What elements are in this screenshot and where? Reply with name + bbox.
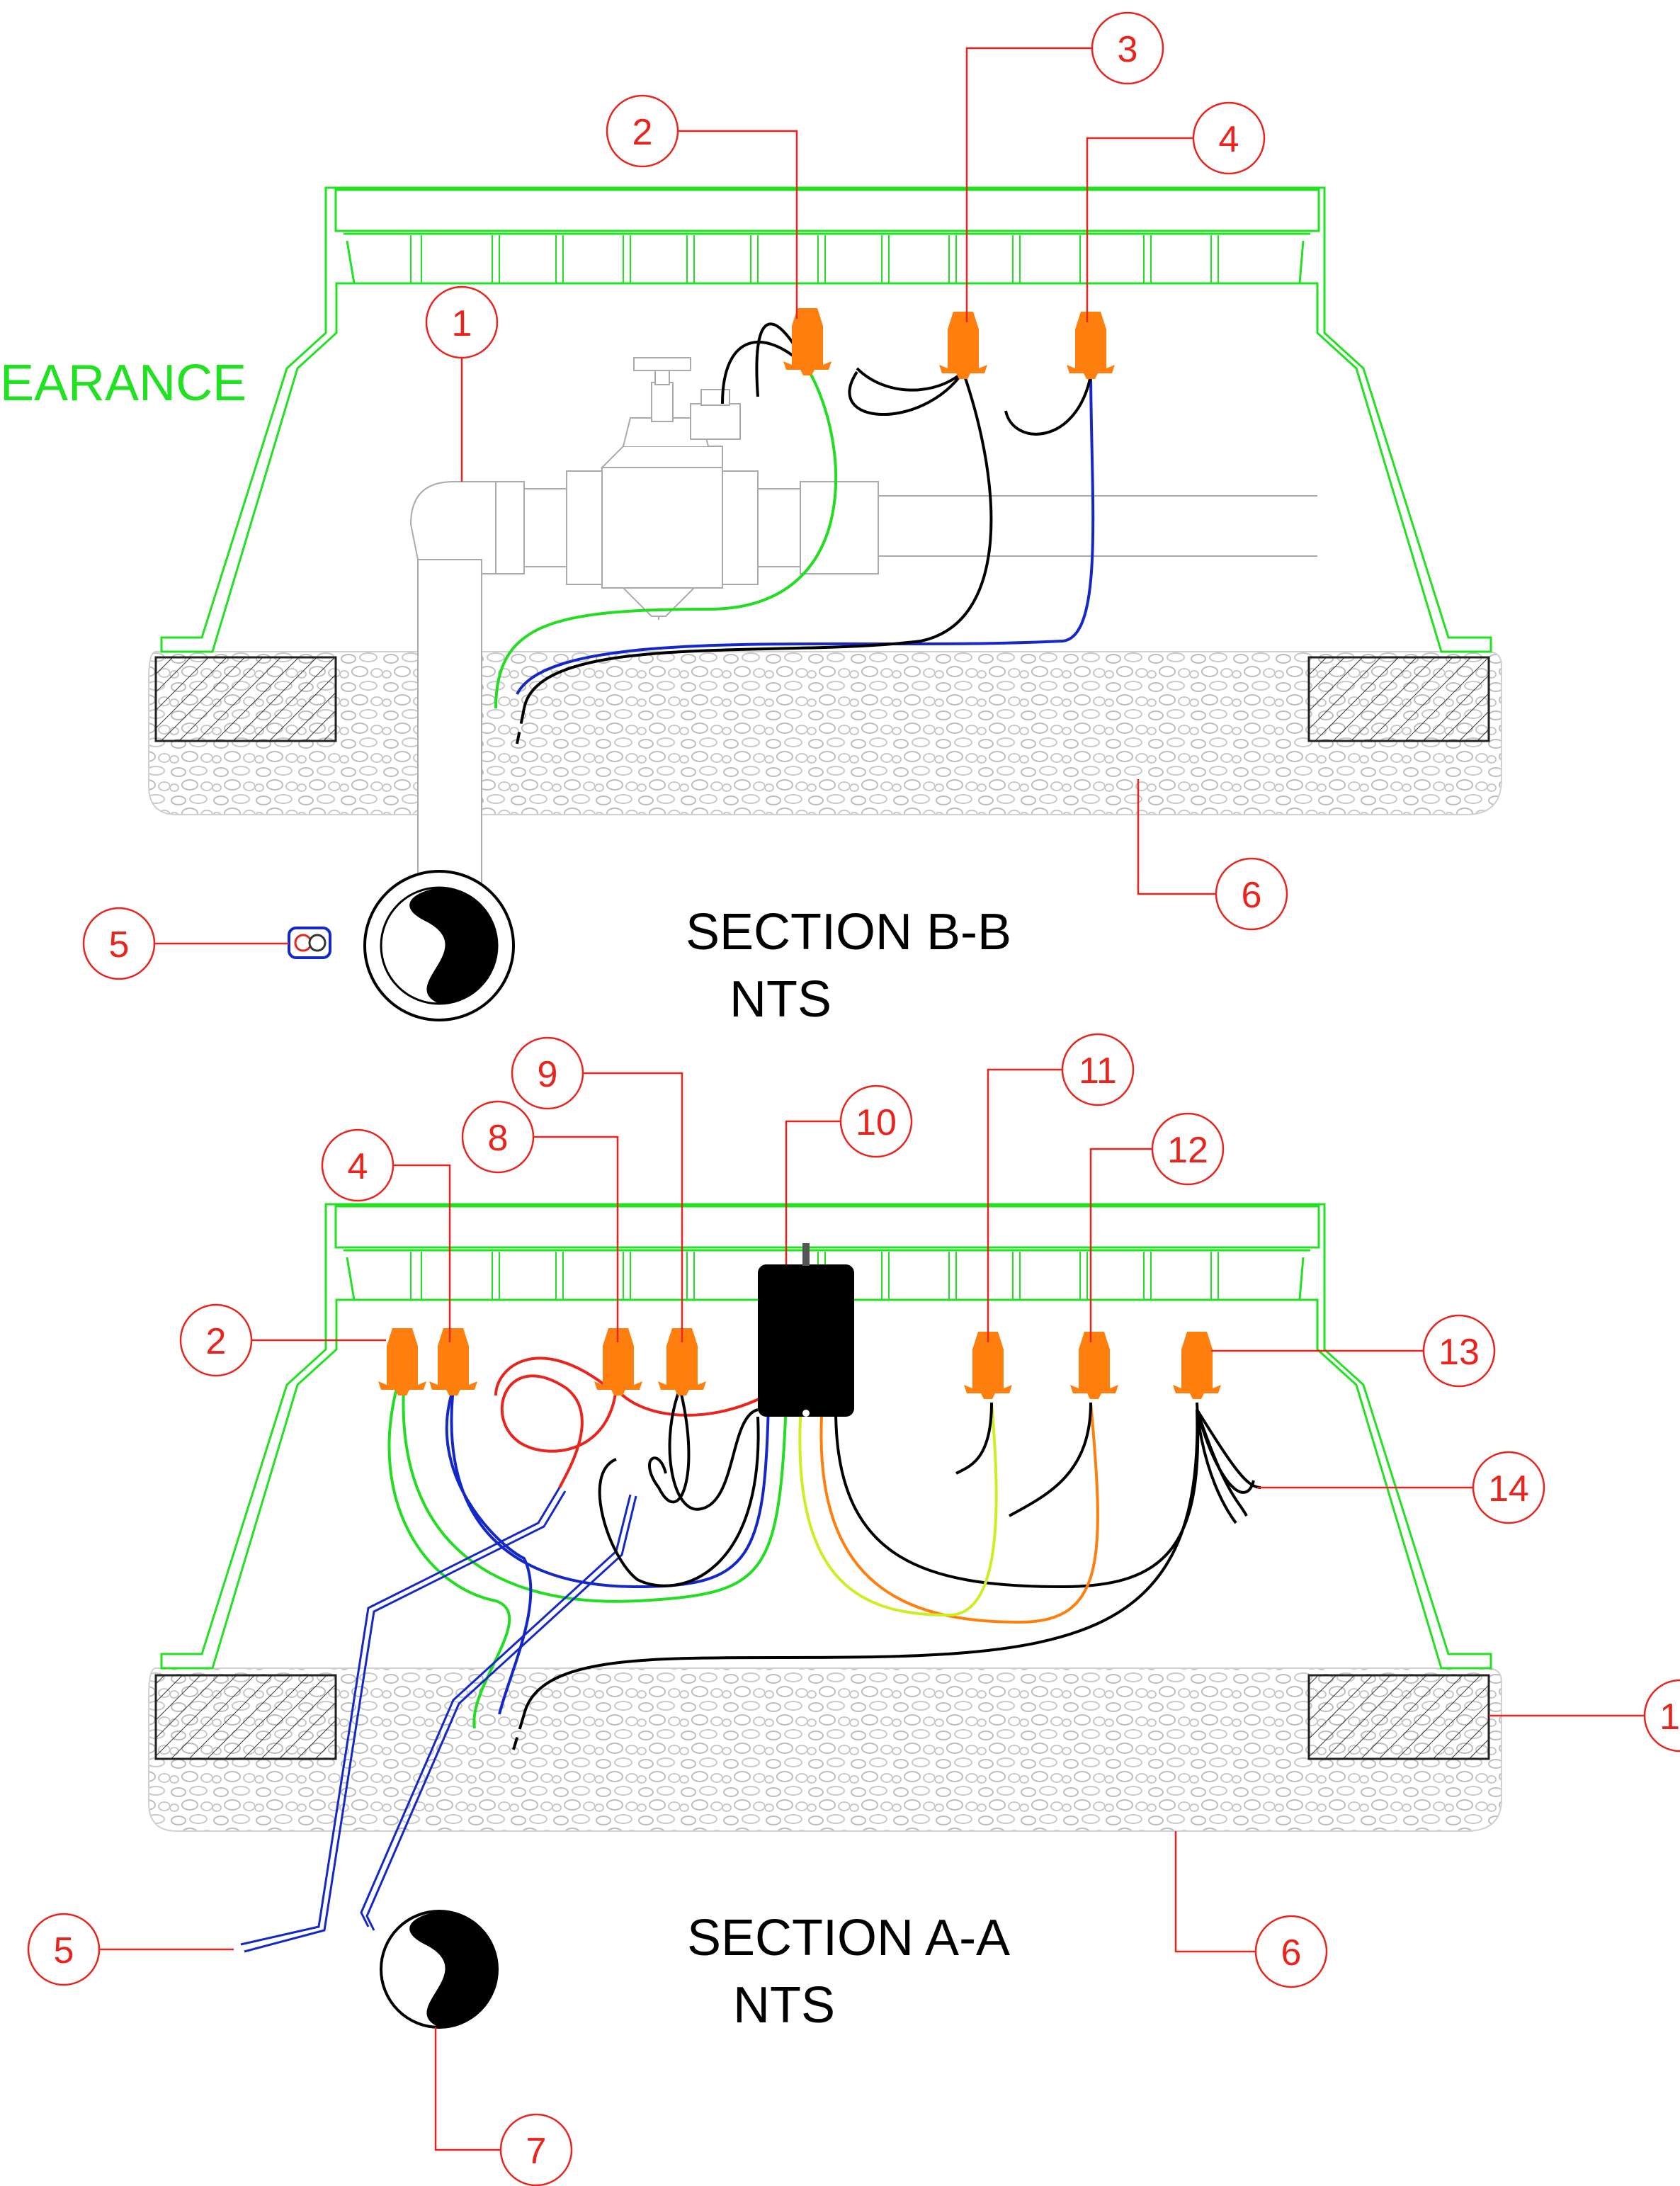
svg-text:11: 11: [1079, 1050, 1117, 1092]
section-b-scale: NTS: [730, 971, 832, 1028]
wire-connector: [1067, 312, 1115, 379]
callouts-bottom: 2 4 8 9 10: [27, 1033, 1680, 2186]
callout-5-bottom: 5: [27, 1913, 234, 1986]
wire-connector: [1173, 1332, 1221, 1399]
wire-cable-symbol-top: [288, 927, 331, 959]
callout-15-bottom: 15: [1489, 1679, 1680, 1752]
decoder-box: [758, 1243, 854, 1417]
callout-4-bottom: 4: [321, 1128, 451, 1342]
callout-10-bottom: 10: [785, 1084, 913, 1264]
gravel-bed-bottom: [148, 1667, 1502, 1832]
callout-6-bottom: 6: [1174, 1831, 1328, 1988]
callout-7-bottom: 7: [434, 2027, 573, 2186]
callout-3: 3: [965, 11, 1164, 322]
svg-text:7: 7: [526, 2131, 547, 2172]
callout-11-bottom: 11: [987, 1033, 1135, 1342]
svg-text:2: 2: [632, 112, 653, 153]
callouts-top: 1 2 3 4 5: [82, 11, 1288, 980]
wire-connector: [378, 1328, 426, 1395]
section-b-b: EARANCE SECTION B-B NTS 1 2 3: [0, 11, 1502, 1028]
wire-connectors-top: [783, 308, 1115, 379]
svg-text:3: 3: [1118, 29, 1138, 70]
svg-text:10: 10: [856, 1102, 897, 1143]
valve-assembly: [409, 357, 1317, 900]
svg-text:5: 5: [109, 924, 130, 965]
concrete-pad-right-bottom: [1307, 1674, 1490, 1760]
callout-9-bottom: 9: [511, 1036, 683, 1342]
callout-6: 6: [1137, 779, 1288, 931]
wires-top: [494, 322, 1095, 744]
section-a-a: SECTION A-A NTS 2 4 8: [27, 1033, 1680, 2186]
valve-box-top: [160, 186, 1492, 653]
svg-text:4: 4: [348, 1146, 368, 1187]
mainline-pipe-symbol-top: [363, 870, 515, 1021]
concrete-pad-left-bottom: [154, 1674, 337, 1760]
section-a-scale: NTS: [733, 1977, 835, 2034]
svg-text:15: 15: [1659, 1697, 1680, 1738]
side-label: EARANCE: [0, 355, 246, 412]
svg-text:6: 6: [1281, 1932, 1302, 1973]
callout-12-bottom: 12: [1089, 1112, 1225, 1342]
svg-text:12: 12: [1167, 1130, 1208, 1171]
svg-text:4: 4: [1219, 119, 1239, 160]
callout-2: 2: [606, 94, 798, 319]
callout-4: 4: [1086, 101, 1266, 322]
mainline-pipe-symbol-bottom: [380, 1910, 499, 2029]
concrete-pad-left-top: [154, 656, 337, 742]
svg-text:1: 1: [452, 303, 472, 344]
callout-8-bottom: 8: [461, 1100, 619, 1342]
section-b-title: SECTION B-B: [686, 904, 1011, 961]
wire-connector: [429, 1328, 477, 1395]
callout-14-bottom: 14: [1257, 1451, 1545, 1524]
svg-text:13: 13: [1438, 1332, 1480, 1373]
callout-1: 1: [425, 285, 499, 482]
section-a-title: SECTION A-A: [687, 1910, 1010, 1966]
svg-text:2: 2: [206, 1321, 227, 1362]
wire-connector: [1070, 1332, 1118, 1399]
gravel-bed-top: [148, 651, 1502, 815]
callout-5: 5: [82, 907, 289, 980]
callout-13-bottom: 13: [1211, 1314, 1496, 1388]
svg-text:9: 9: [538, 1054, 558, 1095]
svg-text:6: 6: [1242, 875, 1262, 916]
valve-box-bottom: [160, 1203, 1492, 1670]
callout-2-bottom: 2: [179, 1303, 386, 1377]
concrete-pad-right-top: [1307, 656, 1490, 742]
svg-text:14: 14: [1488, 1468, 1529, 1510]
svg-text:5: 5: [54, 1930, 74, 1971]
svg-text:8: 8: [488, 1118, 509, 1159]
wires-bottom: [240, 1357, 1261, 1953]
wire-connector: [939, 312, 987, 379]
